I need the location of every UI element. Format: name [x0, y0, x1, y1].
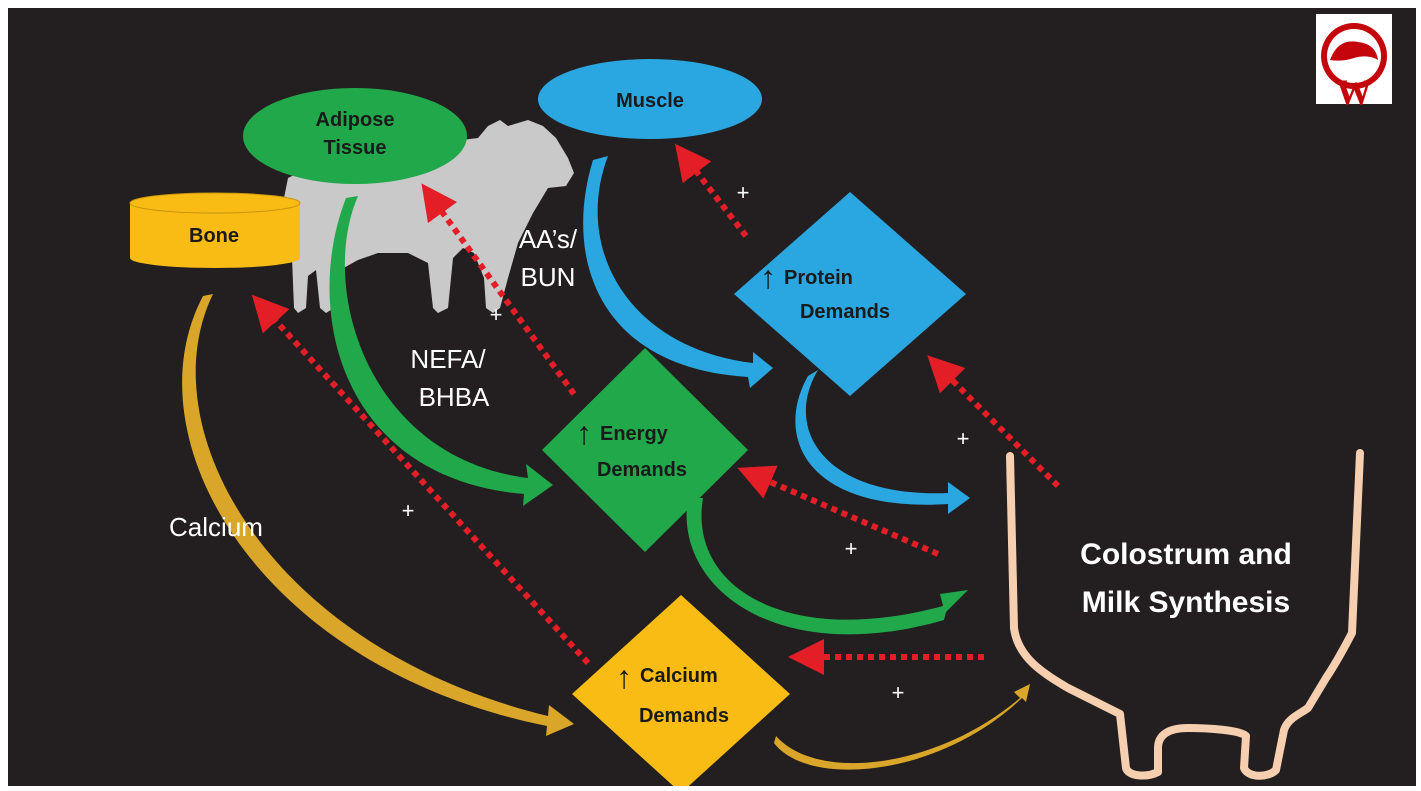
svg-text:W: W — [1336, 72, 1372, 112]
plus-sign: + — [892, 680, 905, 705]
diagram-slide: Adipose Tissue Muscle Bone W — [8, 8, 1416, 786]
udder-label-line1: Colostrum and — [1080, 538, 1292, 571]
diagram-canvas: Adipose Tissue Muscle Bone W — [129, 14, 1392, 786]
calcium-demands-node: ↑ Calcium Demands — [572, 595, 790, 786]
flow-label-calcium: Calcium — [169, 512, 263, 542]
calcium-flow-arrow — [182, 294, 574, 736]
energy-to-milk-arrow — [686, 498, 968, 635]
protein-to-milk-arrow — [795, 370, 970, 514]
flow-label-nefa-line2: BHBA — [419, 382, 490, 412]
plus-sign: + — [957, 426, 970, 451]
protein-label-line2: Demands — [800, 301, 890, 323]
adipose-tissue-node: Adipose Tissue — [243, 88, 467, 184]
flow-label-aa-line2: BUN — [521, 262, 576, 292]
feedback-arrows — [251, 143, 1061, 675]
calcium-to-milk-arrow — [774, 684, 1030, 770]
flow-label-aa-line1: AA’s/ — [519, 224, 578, 254]
feedback-arrow-milk-to-protein — [927, 355, 1061, 489]
energy-label-line1: Energy — [600, 423, 669, 445]
muscle-node: Muscle — [538, 59, 762, 139]
up-arrow-icon: ↑ — [760, 259, 776, 295]
protein-demands-node: ↑ Protein Demands — [734, 192, 966, 396]
up-arrow-icon: ↑ — [616, 659, 632, 695]
flow-label-nefa-line1: NEFA/ — [410, 344, 486, 374]
udder-outline-icon — [1006, 449, 1364, 780]
feedback-arrow-milk-to-energy — [737, 465, 940, 557]
energy-label-line2: Demands — [597, 459, 687, 481]
wisconsin-badger-logo-icon: W — [1316, 14, 1392, 112]
energy-flow-arrow — [329, 196, 553, 506]
energy-demands-node: ↑ Energy Demands — [542, 348, 748, 552]
adipose-label-line2: Tissue — [324, 137, 387, 159]
plus-sign: + — [737, 180, 750, 205]
adipose-label-line1: Adipose — [316, 109, 395, 131]
calcium-label-line2: Demands — [639, 705, 729, 727]
calcium-label-line1: Calcium — [640, 665, 718, 687]
feedback-arrow-calcium-to-bone — [251, 294, 591, 666]
feedback-arrow-energy-to-adipose — [421, 183, 577, 396]
protein-label-line1: Protein — [784, 267, 853, 289]
plus-sign: + — [490, 302, 503, 327]
plus-sign: + — [402, 498, 415, 523]
bone-node: Bone — [129, 192, 301, 268]
muscle-label: Muscle — [616, 90, 684, 112]
feedback-arrow-protein-to-muscle — [675, 143, 749, 238]
plus-sign: + — [845, 536, 858, 561]
protein-flow-arrow — [583, 156, 773, 388]
bone-label: Bone — [189, 225, 239, 247]
udder-label-line2: Milk Synthesis — [1082, 586, 1290, 619]
up-arrow-icon: ↑ — [576, 415, 592, 451]
